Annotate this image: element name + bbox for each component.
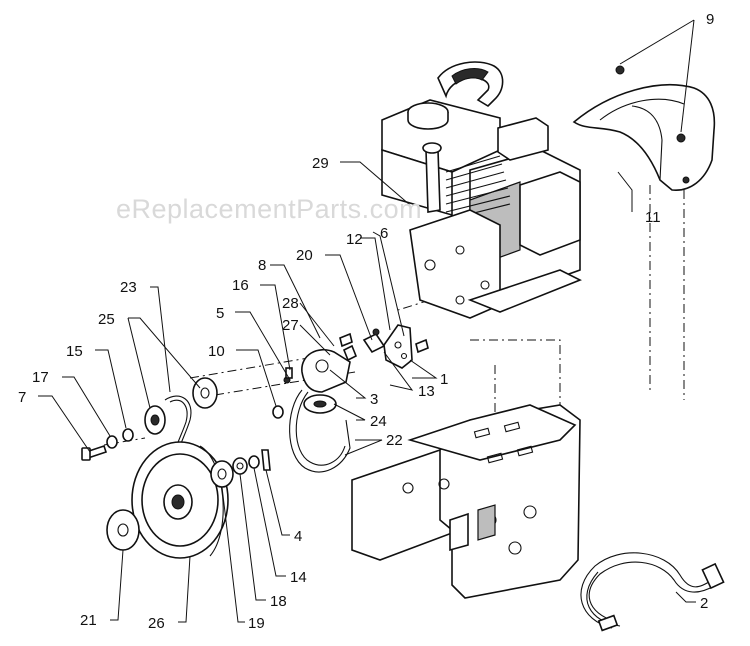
callout-3: 3 xyxy=(370,391,378,408)
callout-15: 15 xyxy=(66,343,83,360)
assembly-lines xyxy=(103,185,685,470)
callout-29: 29 xyxy=(312,155,329,172)
callout-23: 23 xyxy=(120,279,137,296)
callout-17: 17 xyxy=(32,369,49,386)
callout-27: 27 xyxy=(282,317,299,334)
callout-22: 22 xyxy=(386,432,403,449)
callout-26: 26 xyxy=(148,615,165,632)
belt-cover xyxy=(572,65,716,191)
idler-assembly xyxy=(301,332,358,414)
auger-pulley xyxy=(131,441,229,559)
drive-belt xyxy=(289,389,351,473)
engine xyxy=(340,61,582,319)
callout-25: 25 xyxy=(98,311,115,328)
power-cord xyxy=(580,552,725,632)
leader-lines xyxy=(38,19,696,623)
callout-12: 12 xyxy=(346,231,363,248)
callout-7: 7 xyxy=(18,389,26,406)
callouts: 9 11 29 12 6 20 8 16 28 27 5 10 1 13 3 2… xyxy=(18,11,714,632)
callout-28: 28 xyxy=(282,295,299,312)
callout-16: 16 xyxy=(232,277,249,294)
brake-bracket xyxy=(362,324,429,369)
callout-1: 1 xyxy=(440,371,448,388)
callout-14: 14 xyxy=(290,569,307,586)
callout-19: 19 xyxy=(248,615,265,632)
callout-5: 5 xyxy=(216,305,224,322)
callout-4: 4 xyxy=(294,528,302,545)
callout-2: 2 xyxy=(700,595,708,612)
callout-13: 13 xyxy=(418,383,435,400)
washers xyxy=(81,367,293,551)
callout-20: 20 xyxy=(296,247,313,264)
callout-8: 8 xyxy=(258,257,266,274)
callout-21: 21 xyxy=(80,612,97,629)
callout-10: 10 xyxy=(208,343,225,360)
callout-6: 6 xyxy=(380,225,388,242)
frame-plate xyxy=(351,404,581,599)
cylinder-fins xyxy=(445,155,511,221)
callout-24: 24 xyxy=(370,413,387,430)
callout-18: 18 xyxy=(270,593,287,610)
callout-11: 11 xyxy=(645,209,661,226)
callout-9: 9 xyxy=(706,11,714,28)
watermark: eReplacementParts.com xyxy=(116,194,422,224)
